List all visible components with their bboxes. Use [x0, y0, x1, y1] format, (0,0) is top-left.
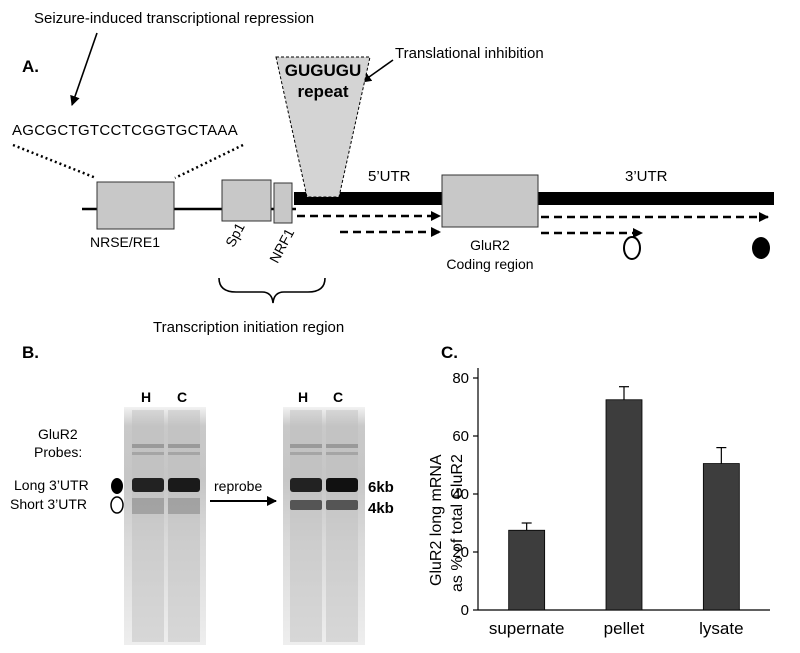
probes-title-line2: Probes:: [34, 444, 83, 460]
nrse-box: [96, 181, 175, 230]
panel-c-label: C.: [441, 343, 458, 362]
gugugu-repeat-trapezoid: [275, 56, 371, 198]
blot-left: [124, 407, 206, 645]
seizure-arrow: [70, 32, 98, 106]
y-tick-label: 80: [452, 370, 469, 387]
transcription-initiation-label: Transcription initiation region: [153, 319, 345, 336]
sp1-box: [221, 179, 272, 222]
size-6kb-label: 6kb: [368, 479, 394, 496]
y-tick-label: 20: [452, 544, 469, 561]
long-utr-label: Long 3’UTR: [14, 477, 89, 493]
nrse-label: NRSE/RE1: [90, 234, 161, 250]
lane-h-right: H: [298, 389, 309, 405]
chart-ylabel-line2: as % of total GluR2: [449, 454, 466, 592]
panel-b-label: B.: [22, 343, 39, 362]
bar-lysate: [702, 463, 740, 611]
panel-a-label: A.: [22, 57, 39, 76]
chart-ylabel-line1: GluR2 long mRNA: [428, 454, 445, 586]
bar-pellet: [605, 399, 643, 611]
gugugu-label: GUGUGU: [284, 61, 362, 80]
lane-c-left: C: [177, 389, 188, 405]
x-category-label: pellet: [604, 619, 645, 638]
nrf1-box: [273, 182, 293, 224]
utr3-label: 3’UTR: [625, 168, 668, 185]
y-tick-label: 0: [461, 602, 469, 619]
northern-blot: [110, 407, 365, 645]
reprobe-label: reprobe: [214, 478, 263, 494]
lane-c-right: C: [333, 389, 344, 405]
dotted-line-left: [12, 143, 97, 180]
coding-gene-label: GluR2: [470, 237, 510, 253]
probes-title-line1: GluR2: [38, 426, 78, 442]
utr5-label: 5’UTR: [368, 168, 411, 185]
x-category-label: lysate: [699, 619, 743, 638]
coding-region-label: Coding region: [446, 256, 534, 272]
promoter-sequence: AGCGCTGTCCTCGGTGCTAAA: [12, 122, 239, 139]
blot-right: [283, 407, 365, 645]
short-utr-probe-marker: [110, 496, 124, 514]
short-utr-open-marker: [623, 236, 641, 260]
dotted-line-right: [174, 143, 244, 180]
glur2-bar-chart: 0 20 40 60 80 supernate pellet lysate: [452, 368, 770, 638]
lane-h-left: H: [141, 389, 152, 405]
bar-supernate: [508, 529, 546, 611]
initiation-brace: [218, 277, 326, 304]
translational-arrow: [361, 59, 394, 83]
long-utr-probe-marker: [111, 478, 123, 494]
repeat-label: repeat: [297, 82, 349, 101]
coding-region-box: [441, 174, 539, 228]
translational-inhibition-label: Translational inhibition: [395, 45, 544, 62]
panel-a-diagram: [12, 32, 774, 304]
short-utr-label: Short 3’UTR: [10, 496, 88, 512]
x-category-label: supernate: [489, 619, 565, 638]
size-4kb-label: 4kb: [368, 500, 394, 517]
y-tick-label: 60: [452, 428, 469, 445]
y-tick-label: 40: [452, 486, 469, 503]
long-utr-filled-marker: [752, 237, 770, 259]
seizure-repression-label: Seizure-induced transcriptional repressi…: [34, 10, 315, 27]
